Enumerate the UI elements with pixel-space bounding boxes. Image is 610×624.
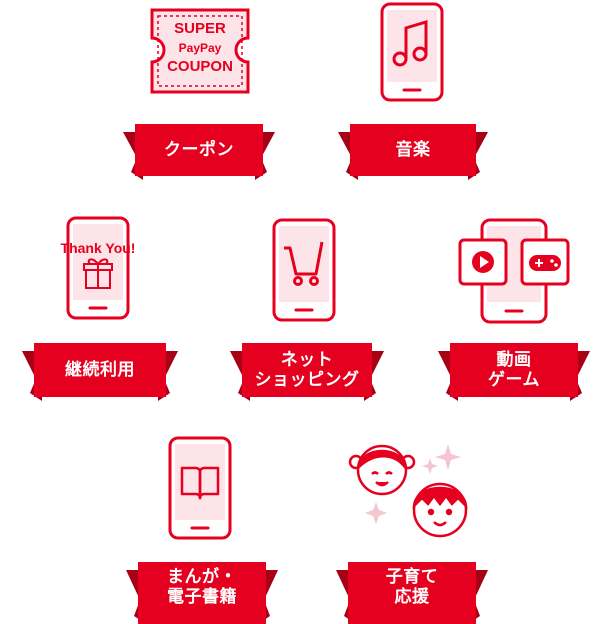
banner-music[interactable]: 音楽 bbox=[338, 118, 488, 186]
thank-you-text: Thank You! bbox=[60, 240, 136, 256]
banner-childcare[interactable]: 子育て 応援 bbox=[336, 556, 488, 624]
banner-label: 子育て 応援 bbox=[385, 567, 439, 607]
banner-label: 音楽 bbox=[395, 140, 431, 160]
children-faces-icon bbox=[346, 440, 470, 540]
coupon-line2: PayPay bbox=[178, 41, 222, 55]
coupon-line1: SUPER bbox=[174, 20, 226, 37]
banner-label: 継続利用 bbox=[65, 360, 135, 380]
banner-subscription[interactable]: 継続利用 bbox=[22, 337, 178, 407]
coupon-icon: SUPER PayPay COUPON bbox=[150, 8, 250, 94]
banner-coupon[interactable]: クーポン bbox=[123, 118, 275, 186]
girl-face-icon bbox=[348, 444, 416, 496]
banner-label: クーポン bbox=[164, 140, 234, 160]
book-icon bbox=[180, 466, 220, 500]
banner-manga-ebook[interactable]: まんが・ 電子書籍 bbox=[126, 556, 278, 624]
gamepad-icon bbox=[520, 238, 570, 286]
play-icon bbox=[458, 238, 508, 286]
gift-icon bbox=[83, 258, 113, 289]
music-phone-icon bbox=[380, 2, 444, 102]
banner-label: まんが・ 電子書籍 bbox=[167, 567, 237, 607]
shopping-phone-icon bbox=[272, 218, 336, 322]
ebook-phone-icon bbox=[168, 436, 232, 540]
coupon-line3: COUPON bbox=[167, 58, 233, 75]
sparkle-icon bbox=[365, 444, 461, 524]
banner-label: 動画 ゲーム bbox=[488, 350, 540, 390]
banner-label: ネット ショッピング bbox=[254, 350, 360, 390]
video-game-phone-icon bbox=[458, 218, 570, 324]
banner-shopping[interactable]: ネット ショッピング bbox=[230, 337, 384, 407]
banner-video-game[interactable]: 動画 ゲーム bbox=[438, 337, 590, 407]
boy-face-icon bbox=[412, 482, 468, 538]
gift-phone-icon: Thank You! bbox=[61, 216, 135, 320]
music-note-icon bbox=[392, 19, 428, 67]
cart-icon bbox=[284, 241, 324, 286]
